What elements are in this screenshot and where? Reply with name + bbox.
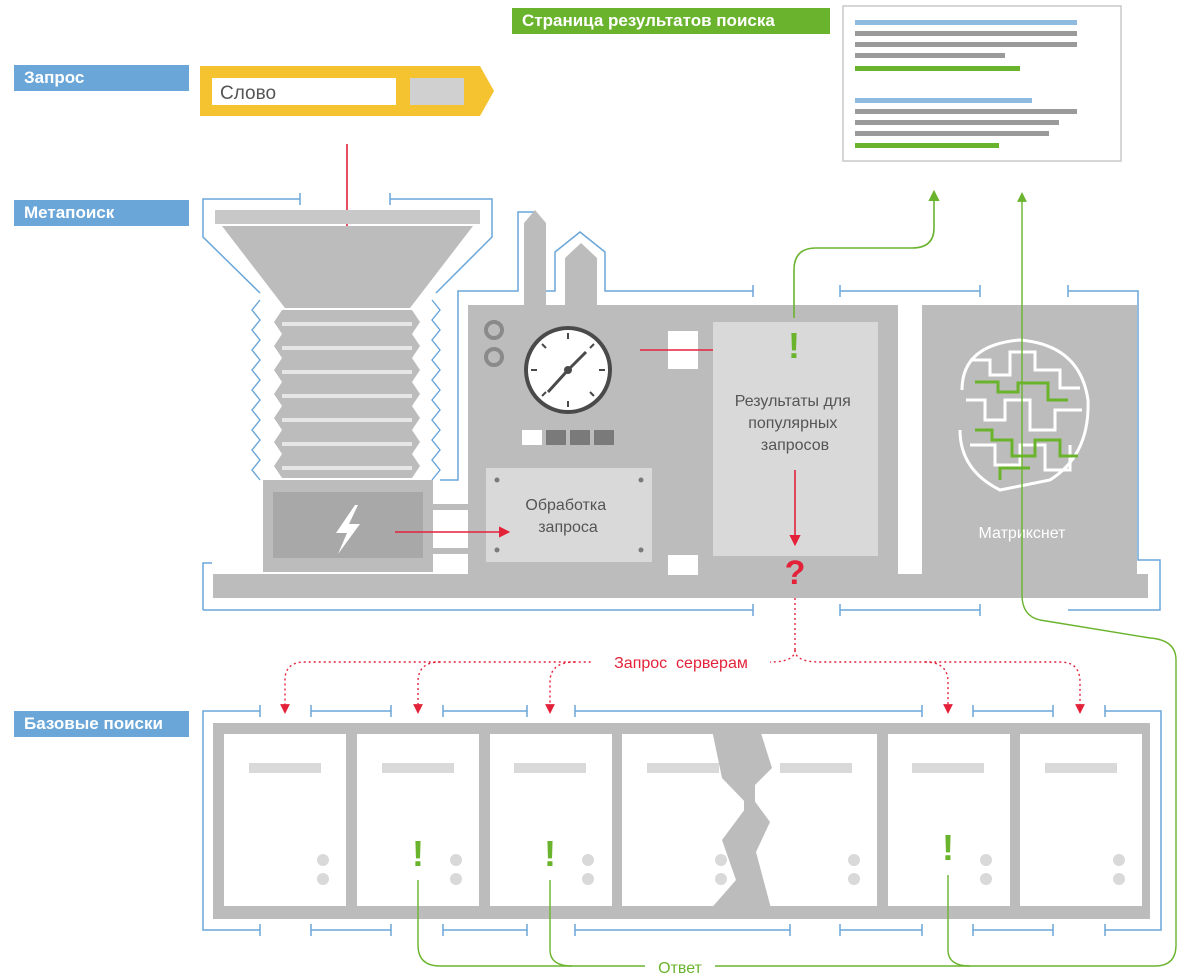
processing-line1: Обработка [525, 497, 606, 514]
svg-text:Обработка запроса: Обработка запроса [525, 497, 610, 536]
popular-line1: Результаты для [735, 393, 851, 410]
server-hit-mark-2: ! [412, 833, 424, 874]
machine-base [213, 574, 1148, 598]
label-serp: Страница результатов поиска [512, 8, 830, 34]
base-searches-outline [202, 705, 1162, 936]
serp-page [842, 5, 1122, 162]
metasearch-outline [202, 193, 1161, 616]
popular-line2: популярных [748, 415, 837, 432]
label-base-searches: Базовые поиски [14, 711, 189, 737]
spring-left [251, 299, 261, 481]
lightning-icon [336, 505, 360, 554]
label-metasearch: Метапоиск [14, 200, 189, 226]
query-to-servers-label: Запрос серверам [614, 655, 748, 672]
server-hit-mark-6: ! [942, 827, 954, 868]
gauge-icon [524, 326, 612, 414]
popular-line3: запросов [761, 437, 829, 454]
arrows-answer [417, 192, 1177, 967]
label-query: Запрос [14, 65, 189, 91]
arrows-query-to-servers [280, 598, 1085, 714]
answer-label: Ответ [658, 960, 702, 976]
server-hit-mark-3: ! [544, 833, 556, 874]
arrow-cache-to-serp [793, 189, 940, 318]
processing-line2: запроса [538, 519, 598, 536]
matrixnet-block: Матрикснет [922, 305, 1137, 574]
funnel [215, 210, 480, 478]
cache-miss-mark: ? [785, 554, 806, 592]
spring-right [431, 299, 441, 481]
crack [708, 730, 772, 912]
query-word: Слово [220, 83, 276, 104]
cache-hit-mark: ! [788, 325, 800, 366]
processing-unit: Обработка запроса [468, 210, 698, 575]
base-searches-cluster: ! ! ! [213, 723, 1150, 919]
query-box: Слово [200, 66, 494, 116]
generator [263, 480, 433, 572]
svg-text:Результаты для популярны: Результаты для популярных запросов [735, 393, 856, 454]
popular-cache: Результаты для популярных запросов ! ? [713, 322, 878, 592]
